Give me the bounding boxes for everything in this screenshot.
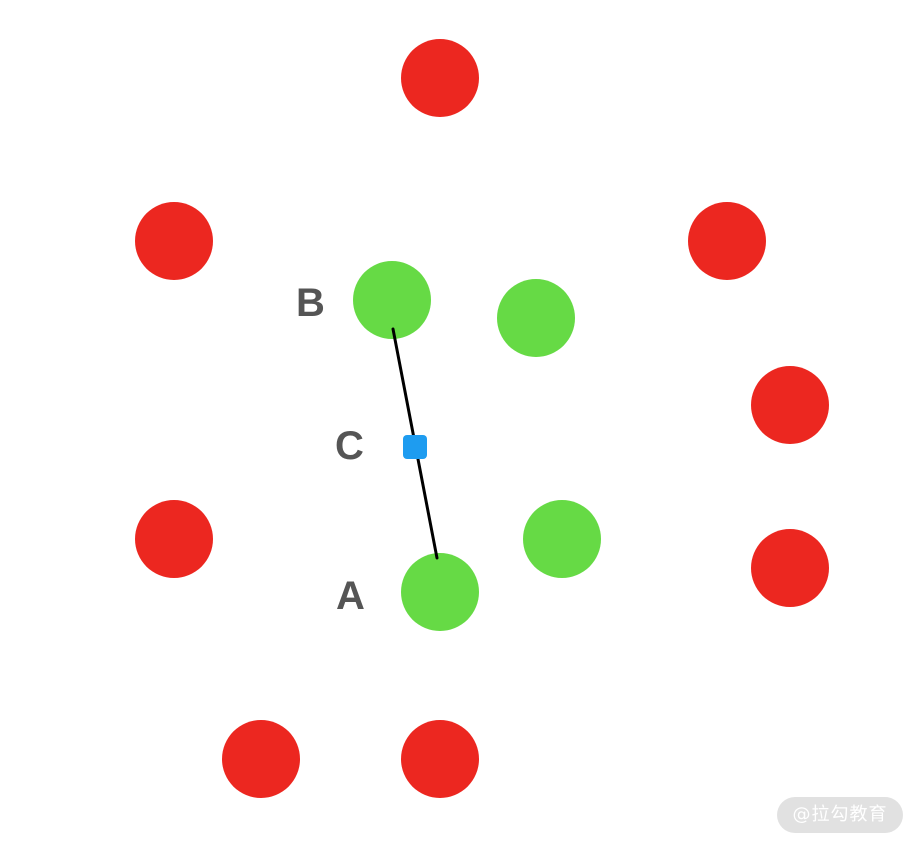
- red-point-bottom-center: [401, 720, 479, 798]
- watermark: @拉勾教育: [777, 797, 903, 833]
- label-a: A: [336, 574, 365, 618]
- green-point-lower-right: [523, 500, 601, 578]
- red-point-right-lower: [751, 529, 829, 607]
- red-points: [135, 39, 829, 798]
- red-point-upper-right: [688, 202, 766, 280]
- green-point-b: [353, 261, 431, 339]
- midpoint-c: [403, 435, 427, 459]
- red-point-upper-left: [135, 202, 213, 280]
- green-point-a: [401, 553, 479, 631]
- red-point-bottom-left: [222, 720, 300, 798]
- label-c: C: [335, 424, 364, 468]
- green-points: [353, 261, 601, 631]
- label-b: B: [296, 281, 325, 325]
- red-point-right-upper: [751, 366, 829, 444]
- red-point-top: [401, 39, 479, 117]
- red-point-left-lower: [135, 500, 213, 578]
- green-point-upper-right: [497, 279, 575, 357]
